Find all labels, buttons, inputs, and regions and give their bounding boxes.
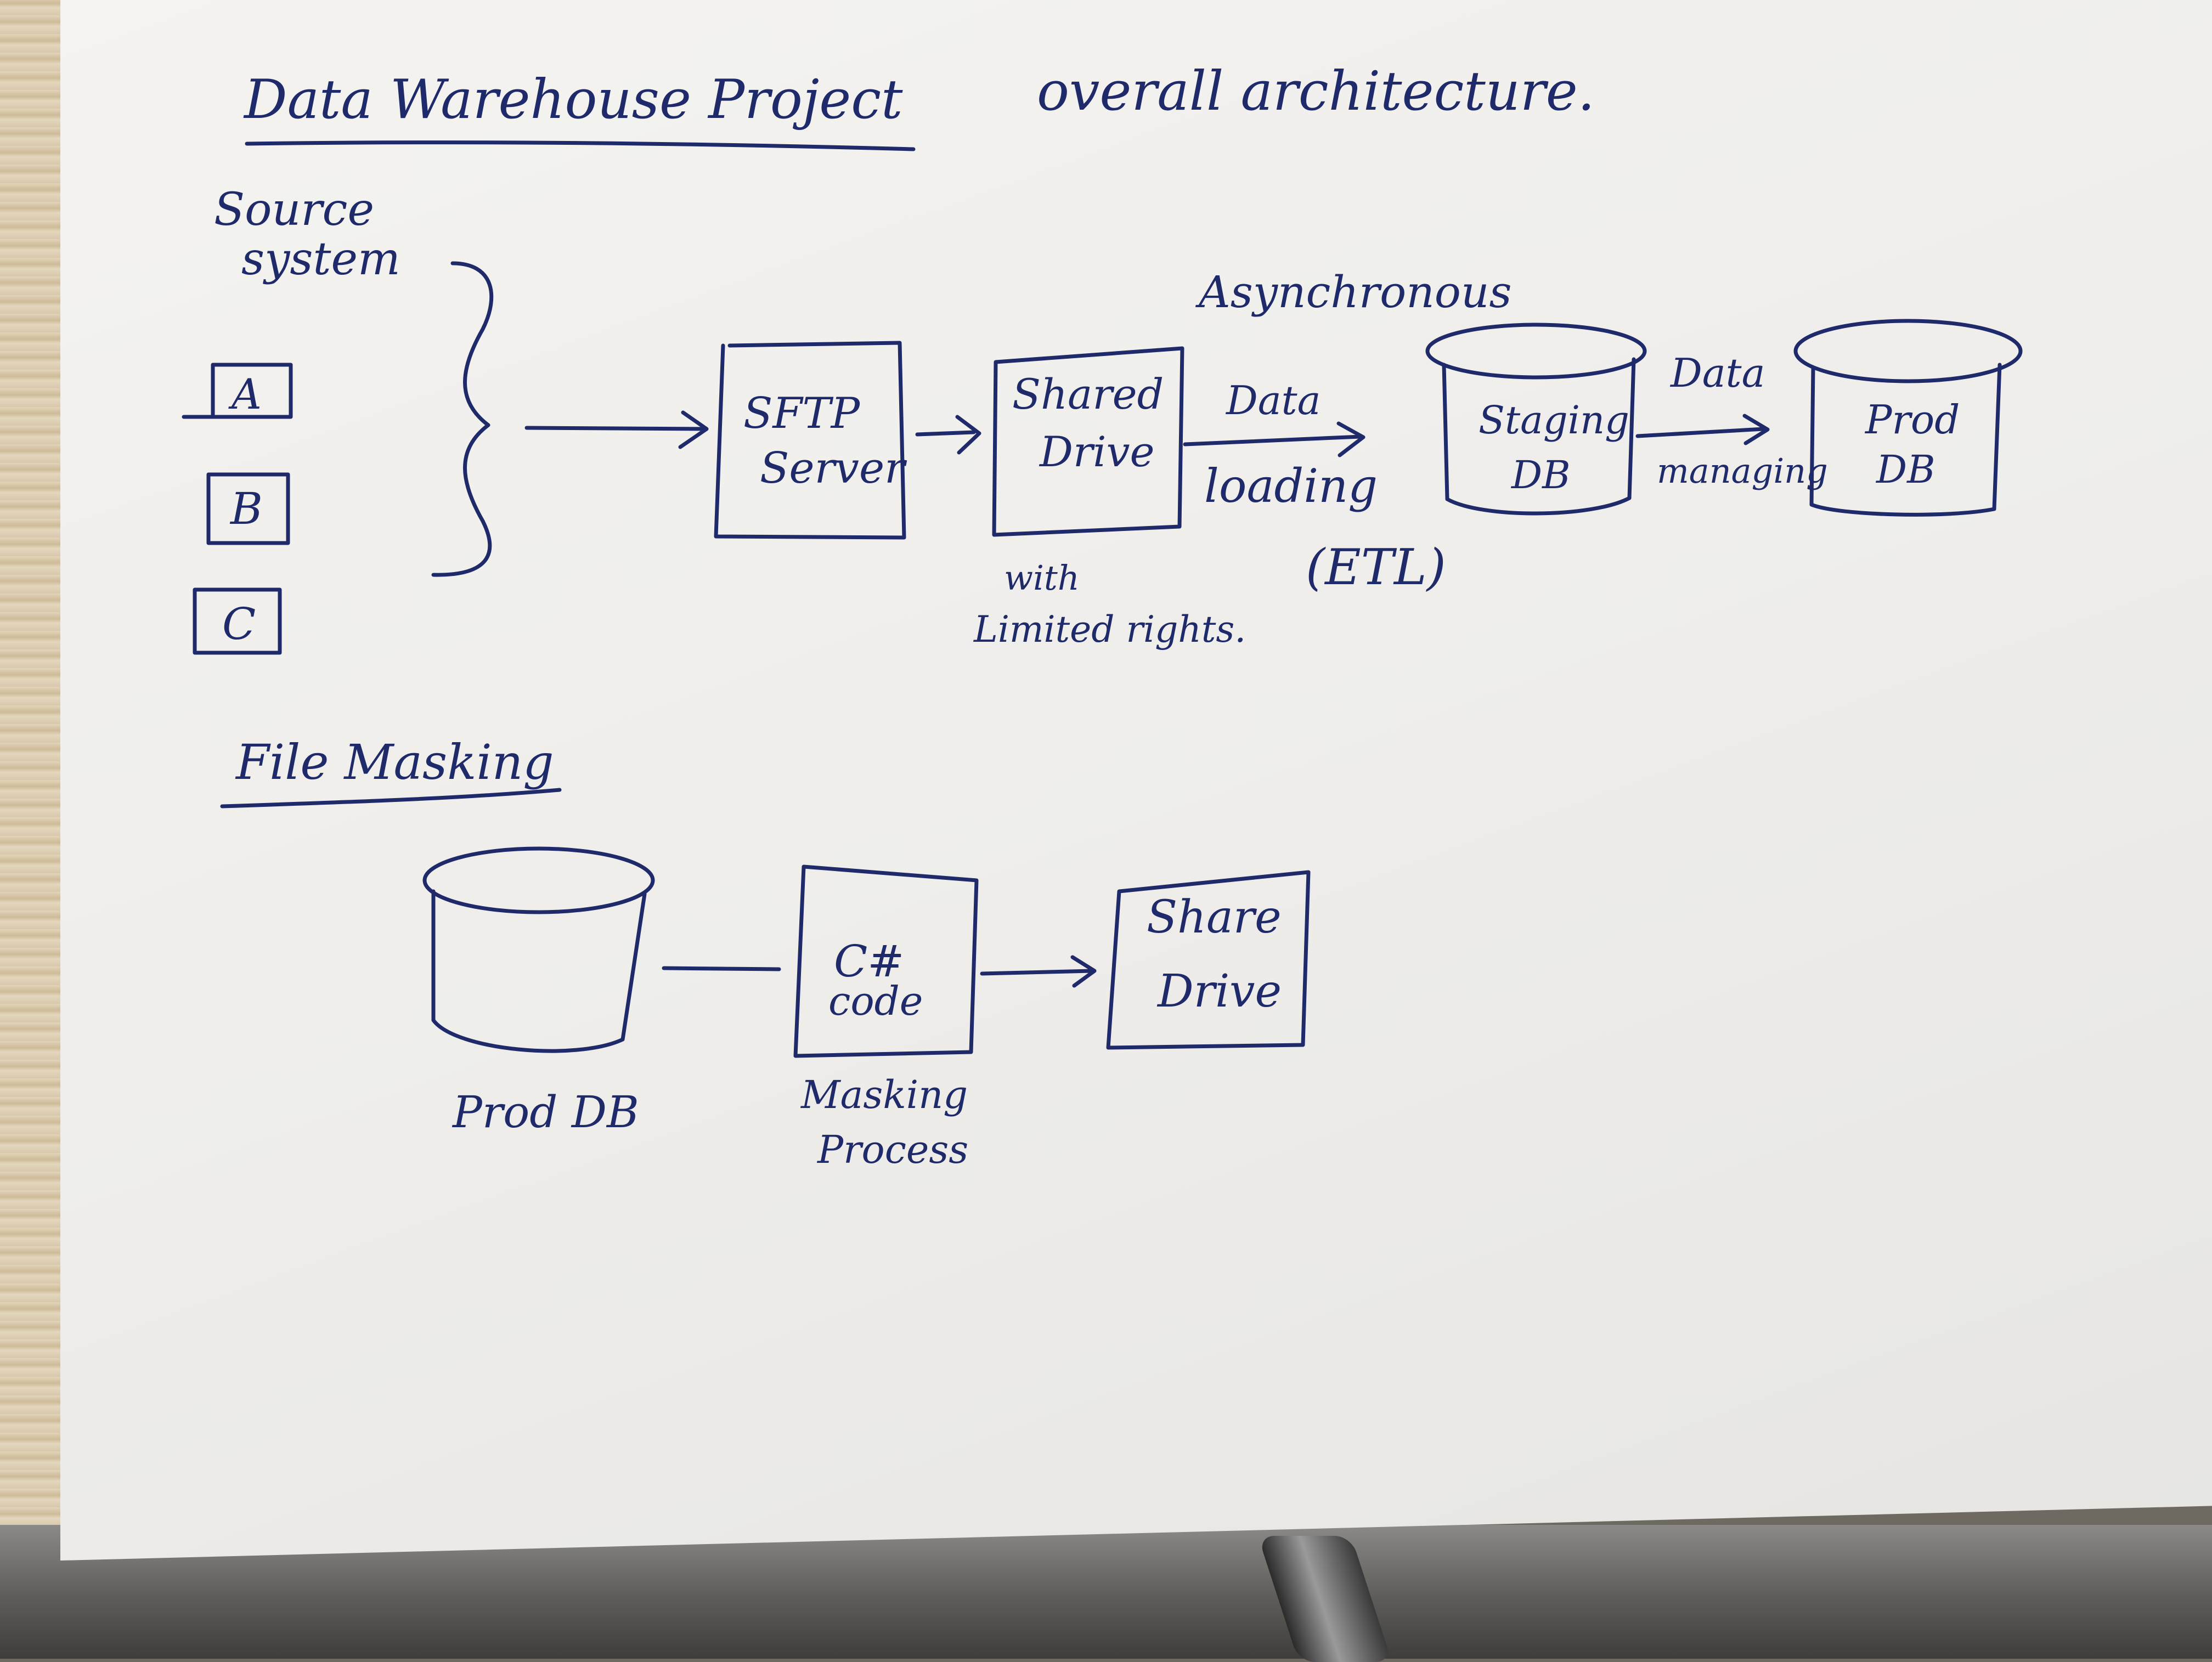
csharp-code-label-line2: code (828, 978, 923, 1024)
arrow-sftp-to-shared-drive (915, 415, 981, 455)
title-rest: overall architecture. (1037, 60, 1595, 123)
edge-label-asynchronous: Asynchronous (1195, 267, 1512, 318)
sftp-server-label-line2: Server (760, 444, 907, 493)
share-drive-box: Share Drive (1106, 870, 1311, 1050)
shared-drive-label-line1: Shared (1012, 370, 1164, 419)
shared-drive-note-line2: Limited rights. (973, 608, 1246, 651)
masking-prod-db-cylinder (422, 846, 655, 1053)
sftp-server-label-line1: SFTP (743, 389, 861, 438)
edge-label-data-managing-line2: managing (1657, 451, 1828, 491)
source-box-c: C (193, 587, 282, 655)
source-box-c-label: C (222, 598, 256, 649)
shared-drive-box: Shared Drive (992, 346, 1184, 537)
arrow-source-to-sftp (524, 410, 709, 449)
source-box-b-label: B (229, 483, 263, 534)
staging-db-label-line1: Staging (1479, 398, 1629, 443)
source-curly-brace (431, 261, 494, 577)
source-label-line1: Source (214, 184, 374, 236)
paper-sheet (60, 0, 2212, 1561)
edge-label-etl: (ETL) (1306, 539, 1446, 596)
arrow-shared-drive-to-staging (1183, 421, 1365, 457)
sftp-server-box: SFTP Server (714, 341, 907, 540)
title-underline (245, 140, 916, 151)
title-main: Data Warehouse Project (243, 69, 903, 131)
shared-drive-label-line2: Drive (1039, 427, 1154, 476)
staging-db-label-line2: DB (1510, 453, 1571, 498)
edge-label-data-loading-line1: Data (1225, 377, 1321, 423)
prod-db-label-line2: DB (1875, 447, 1936, 492)
file-masking-underline (220, 788, 562, 809)
masking-process-label-line2: Process (816, 1127, 968, 1172)
file-masking-heading: File Masking (235, 734, 554, 790)
masking-prod-db-label: Prod DB (452, 1087, 639, 1138)
share-drive-label-line1: Share (1147, 891, 1282, 943)
share-drive-label-line2: Drive (1156, 965, 1282, 1017)
source-label-line2: system (241, 233, 400, 285)
source-box-a-label: A (228, 370, 262, 419)
staging-db-cylinder: Staging DB (1425, 323, 1647, 516)
edge-label-data-loading-line2: loading (1204, 459, 1378, 513)
edge-label-data-managing-line1: Data (1669, 350, 1765, 396)
masking-process-label-line1: Masking (800, 1072, 968, 1117)
prod-db-cylinder: Prod DB (1793, 319, 2023, 517)
line-prod-db-to-csharp (662, 966, 781, 971)
shared-drive-note-line1: with (1004, 558, 1080, 598)
arrow-csharp-to-share-drive (980, 955, 1097, 988)
csharp-code-box: C# code (793, 864, 979, 1058)
prod-db-label-line1: Prod (1864, 397, 1960, 443)
source-box-a: A (182, 363, 293, 419)
arrow-staging-to-prod (1635, 414, 1770, 445)
csharp-code-label-line1: C# (834, 936, 904, 987)
source-box-b: B (206, 472, 290, 545)
